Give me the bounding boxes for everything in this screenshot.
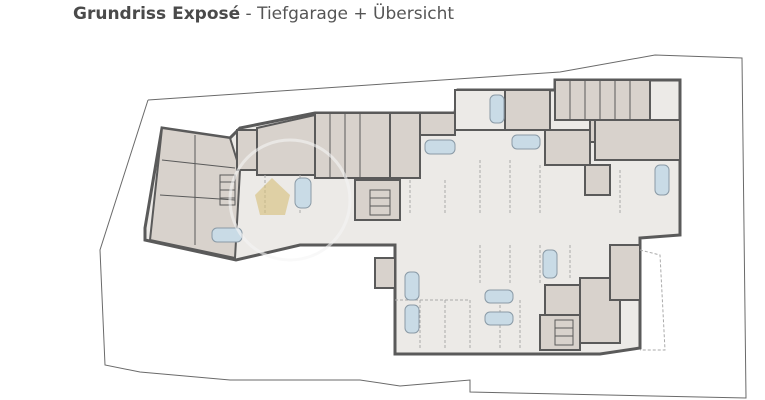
stairs	[219, 174, 574, 346]
title-bold: Grundriss Exposé	[73, 4, 241, 24]
watermark-logo	[228, 138, 352, 262]
storage-cells	[159, 80, 631, 245]
title-subtitle: - Tiefgarage + Übersicht	[240, 4, 455, 24]
rooms	[148, 79, 681, 351]
cars	[211, 94, 670, 334]
site-boundary	[99, 54, 747, 399]
page-title: Grundriss Exposé - Tiefgarage + Übersich…	[73, 4, 454, 24]
